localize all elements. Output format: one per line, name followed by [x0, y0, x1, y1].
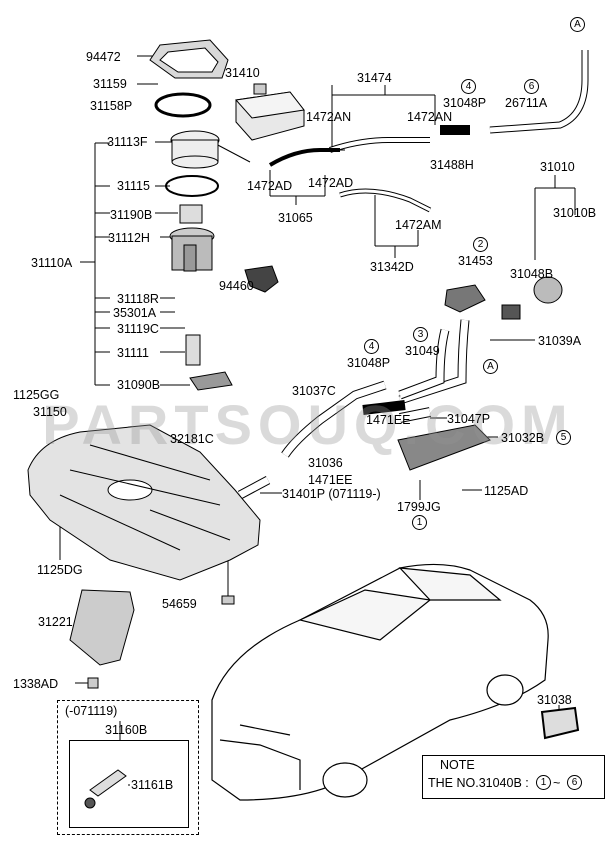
part-label[interactable]: 31119C — [117, 322, 159, 336]
part-label[interactable]: 31474 — [357, 71, 392, 85]
part-label[interactable]: 1472AD — [308, 176, 354, 190]
callout-circle: 5 — [556, 430, 571, 445]
reference-marker-a: A — [570, 17, 585, 32]
note-circle-from: 1 — [536, 775, 551, 790]
part-label[interactable]: 31221 — [38, 615, 73, 629]
part-label[interactable]: 31401P (071119-) — [282, 487, 381, 501]
callout-circle: 4 — [364, 339, 379, 354]
part-label[interactable]: 94472 — [86, 50, 121, 64]
note-circle-to: 6 — [567, 775, 582, 790]
part-label[interactable]: 26711A — [505, 96, 548, 110]
part-label[interactable]: 31190B — [110, 208, 153, 222]
part-label[interactable]: 32181C — [170, 432, 214, 446]
part-label[interactable]: 31112H — [108, 231, 150, 245]
part-label[interactable]: 1338AD — [13, 677, 59, 691]
part-label[interactable]: 31047P — [447, 412, 491, 426]
part-label[interactable]: 31160B — [105, 723, 148, 737]
part-label[interactable]: 31049 — [405, 344, 440, 358]
part-label[interactable]: 31048P — [443, 96, 487, 110]
part-label[interactable]: 35301A — [113, 306, 157, 320]
part-label[interactable]: 1799JG — [397, 500, 441, 514]
part-label[interactable]: 31110A — [31, 256, 73, 270]
part-label[interactable]: 1472AD — [247, 179, 293, 193]
part-label[interactable]: 31048P — [347, 356, 391, 370]
part-label[interactable]: 31453 — [458, 254, 493, 268]
part-label[interactable]: 94460 — [219, 279, 254, 293]
part-label[interactable]: 1125GG — [13, 388, 60, 402]
note-title: NOTE — [440, 758, 475, 772]
part-label[interactable]: 54659 — [162, 597, 197, 611]
callout-circle: 4 — [461, 79, 476, 94]
part-label[interactable]: 31065 — [278, 211, 313, 225]
note-text: THE NO.31040B : — [428, 776, 529, 790]
inner-group-box — [69, 740, 189, 828]
part-label[interactable]: 31158P — [90, 99, 133, 113]
part-label[interactable]: 31150 — [33, 405, 67, 419]
part-label[interactable]: 31118R — [117, 292, 159, 306]
part-label[interactable]: 31159 — [93, 77, 127, 91]
dashed-group-box — [57, 700, 199, 835]
part-label[interactable]: 1472AM — [395, 218, 442, 232]
part-label[interactable]: 31039A — [538, 334, 582, 348]
watermark: PARTSOUQ.COM — [42, 393, 574, 456]
part-label[interactable]: 31410 — [225, 66, 260, 80]
callout-circle: 3 — [413, 327, 428, 342]
part-label[interactable]: 31048B — [510, 267, 554, 281]
part-label[interactable]: 1472AN — [407, 110, 453, 124]
part-label[interactable]: 31342D — [370, 260, 414, 274]
part-label[interactable]: 31090B — [117, 378, 161, 392]
part-label[interactable]: 31032B — [501, 431, 545, 445]
callout-circle: 6 — [524, 79, 539, 94]
callout-circle: 1 — [412, 515, 427, 530]
part-label: (-071119) — [65, 704, 118, 718]
part-label[interactable]: 31115 — [117, 179, 150, 193]
part-label[interactable]: 1471EE — [366, 413, 411, 427]
note-tilde: ~ — [553, 776, 561, 790]
part-label[interactable]: 31111 — [117, 346, 149, 360]
callout-circle: 2 — [473, 237, 488, 252]
part-label[interactable]: 31488H — [430, 158, 474, 172]
note-box: NOTE THE NO.31040B : 1 ~ 6 — [422, 755, 605, 799]
part-label[interactable]: 31036 — [308, 456, 343, 470]
part-label[interactable]: 31113F — [107, 135, 148, 149]
part-label[interactable]: 1472AN — [306, 110, 352, 124]
part-label[interactable]: 1125AD — [484, 484, 529, 498]
part-label[interactable]: 31010 — [540, 160, 575, 174]
part-label[interactable]: 31038 — [537, 693, 572, 707]
reference-marker-a: A — [483, 359, 498, 374]
part-label[interactable]: 31161B — [131, 778, 174, 792]
part-label[interactable]: 1471EE — [308, 473, 353, 487]
part-label[interactable]: 1125DG — [37, 563, 83, 577]
part-label[interactable]: 31037C — [292, 384, 336, 398]
part-label[interactable]: 31010B — [553, 206, 597, 220]
